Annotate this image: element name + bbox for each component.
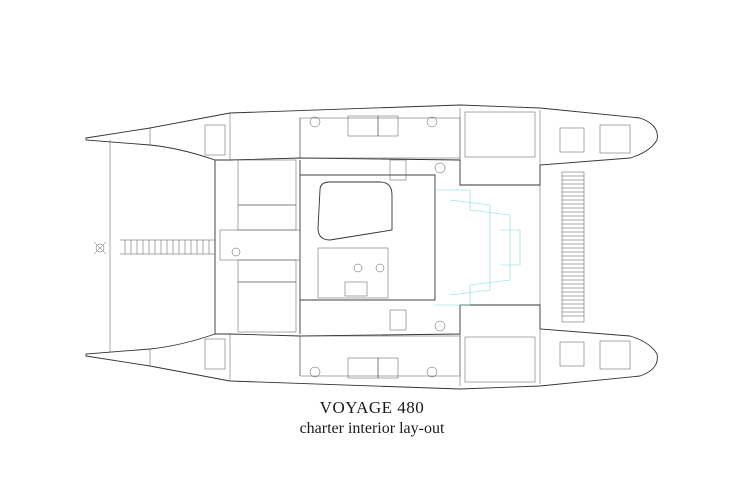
starboard-hull xyxy=(85,281,658,390)
toilet-icon xyxy=(434,162,446,174)
cockpit-area xyxy=(435,189,521,306)
toilet-icon xyxy=(426,116,438,128)
saloon-table xyxy=(317,181,393,241)
plan-title: VOYAGE 480 xyxy=(319,398,425,417)
aft-starboard-berth xyxy=(237,281,297,333)
winch-icon xyxy=(95,243,105,253)
toilet-icon xyxy=(426,366,438,378)
bridgedeck xyxy=(214,159,436,334)
aft-transom xyxy=(93,140,215,352)
toilet-icon xyxy=(309,366,321,378)
fwd-port-berth xyxy=(464,111,536,158)
forward-catwalk xyxy=(539,171,585,323)
aft-port-berth xyxy=(237,159,297,206)
sink-icon xyxy=(375,263,385,273)
fwd-starboard-berth xyxy=(464,336,536,383)
plan-subtitle: charter interior lay-out xyxy=(299,420,445,437)
stove-icon xyxy=(347,115,379,137)
port-hull xyxy=(85,104,658,206)
stove-icon xyxy=(347,357,379,379)
toilet-icon xyxy=(309,116,321,128)
galley xyxy=(317,247,389,299)
sink-icon xyxy=(353,263,363,273)
catamaran-deck-plan xyxy=(85,104,658,390)
toilet-icon xyxy=(434,320,446,332)
